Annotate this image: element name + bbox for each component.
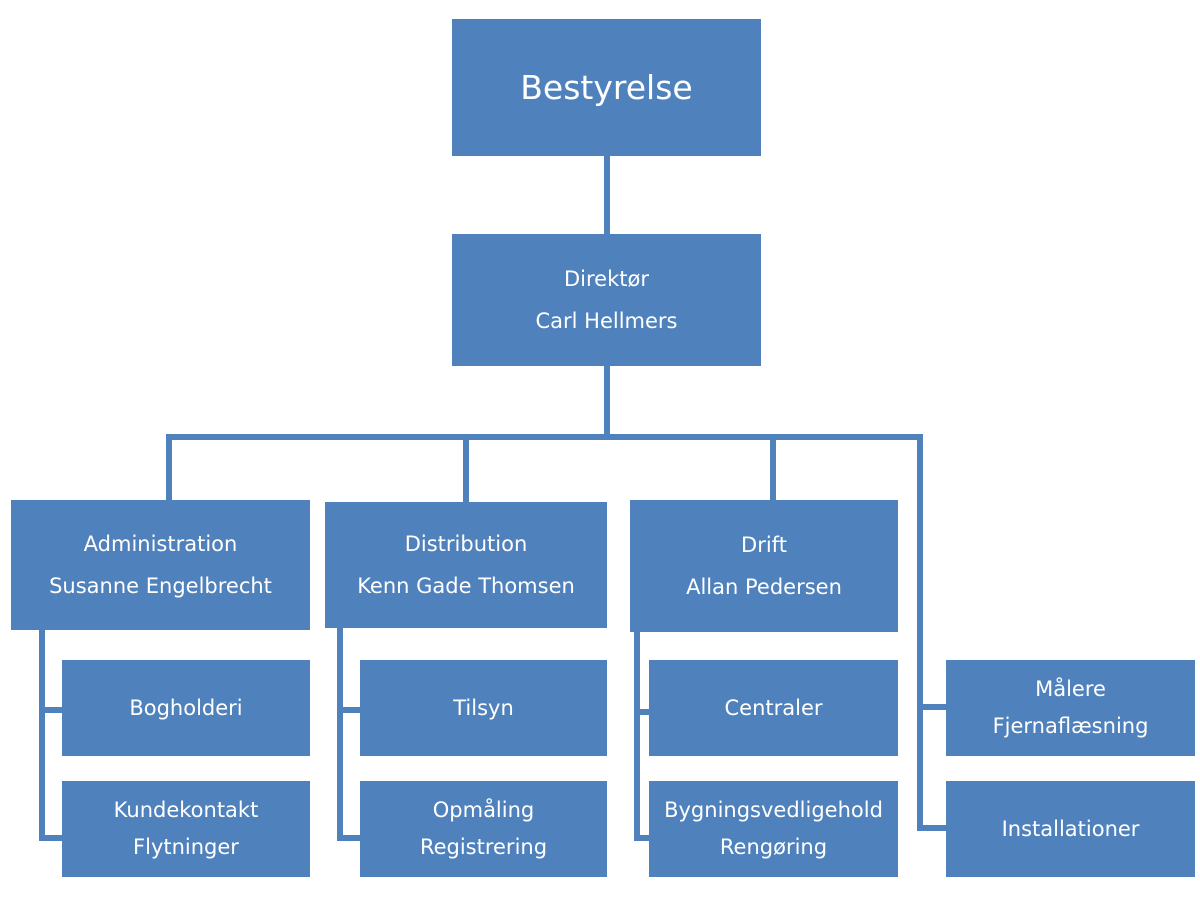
department-head: Susanne Engelbrecht — [49, 574, 272, 598]
unit-opmaaling[interactable]: Opmåling Registrering — [360, 781, 607, 877]
unit-label: Flytninger — [133, 835, 239, 859]
unit-centraler[interactable]: Centraler — [649, 660, 898, 756]
connector-distribution-units — [337, 628, 360, 841]
unit-label: Fjernaflæsning — [992, 714, 1149, 738]
department-title: Drift — [741, 533, 787, 557]
department-title: Administration — [83, 532, 238, 556]
board-title: Bestyrelse — [520, 67, 693, 107]
connector-drift-units — [634, 632, 649, 841]
unit-label: Registrering — [419, 835, 548, 859]
unit-bygningsvedligehold[interactable]: Bygningsvedligehold Rengøring — [649, 781, 898, 877]
director-name: Carl Hellmers — [535, 309, 678, 333]
unit-maalere[interactable]: Målere Fjernaflæsning — [946, 660, 1195, 756]
director-role: Direktør — [564, 267, 649, 291]
department-head: Allan Pedersen — [686, 575, 842, 599]
unit-label: Opmåling — [432, 798, 535, 823]
board-box[interactable]: Bestyrelse — [452, 19, 761, 156]
department-title: Distribution — [404, 532, 528, 556]
department-head: Kenn Gade Thomsen — [357, 574, 575, 598]
unit-installationer[interactable]: Installationer — [946, 781, 1195, 877]
unit-label: Bogholderi — [129, 695, 243, 720]
unit-label: Kundekontakt — [113, 798, 259, 823]
director-box[interactable]: Direktør Carl Hellmers — [452, 234, 761, 366]
unit-label: Rengøring — [719, 835, 828, 859]
department-drift[interactable]: Drift Allan Pedersen — [630, 500, 898, 632]
unit-kundekontakt[interactable]: Kundekontakt Flytninger — [62, 781, 310, 877]
department-distribution[interactable]: Distribution Kenn Gade Thomsen — [325, 502, 607, 628]
unit-label: Centraler — [724, 695, 823, 720]
department-administration[interactable]: Administration Susanne Engelbrecht — [11, 500, 310, 630]
unit-bogholderi[interactable]: Bogholderi — [62, 660, 310, 756]
connector-administration-units — [39, 630, 62, 841]
unit-label: Tilsyn — [453, 695, 514, 720]
unit-label: Målere — [1035, 677, 1106, 702]
unit-label: Installationer — [1001, 816, 1140, 841]
unit-tilsyn[interactable]: Tilsyn — [360, 660, 607, 756]
unit-label: Bygningsvedligehold — [664, 798, 883, 823]
